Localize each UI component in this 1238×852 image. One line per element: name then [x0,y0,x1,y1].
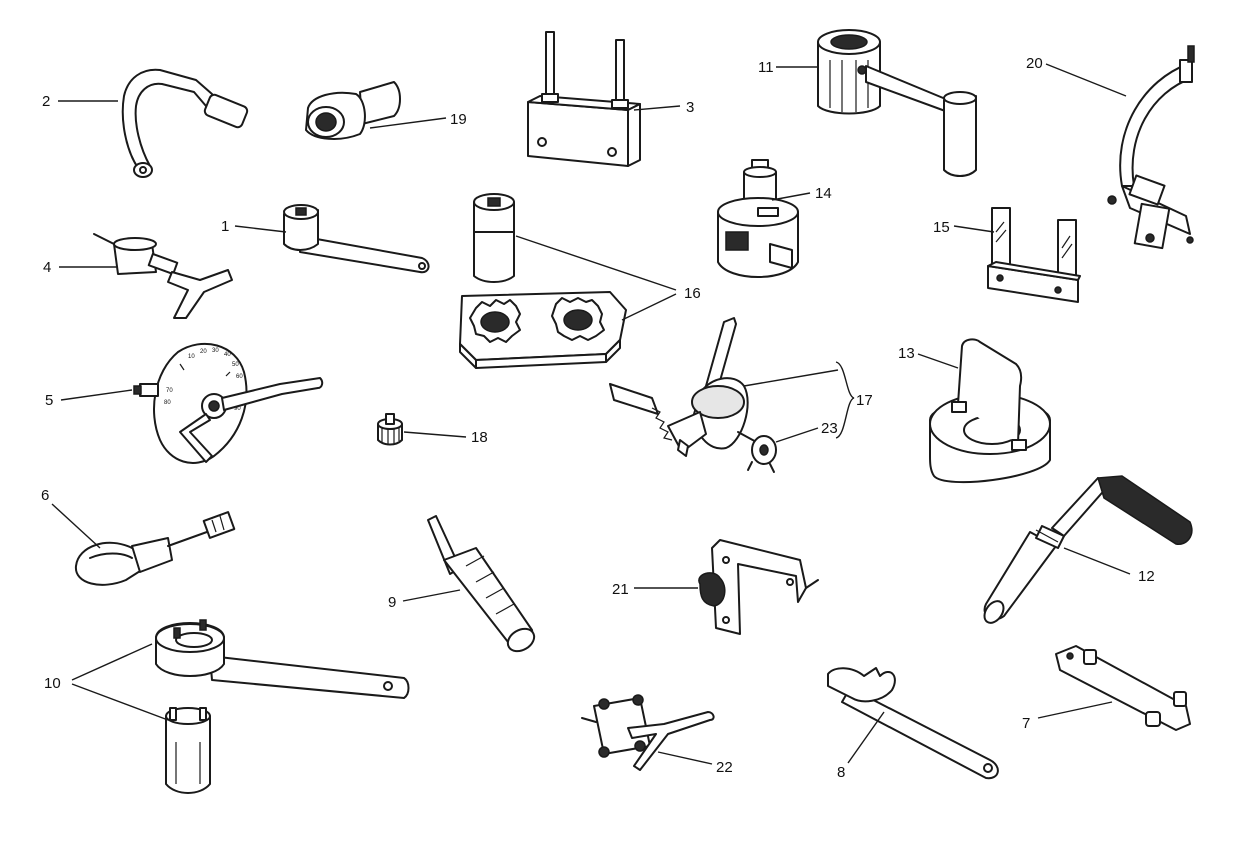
tool-19-socket-adapter [305,81,401,140]
callout-17: 17 [856,392,873,409]
tool-11-splined-lever [817,29,977,177]
tool-16-socket-and-plate [459,193,627,369]
tick-label: 40 [224,352,231,358]
callout-7: 7 [1022,715,1030,732]
tool-5-protractor: 10 20 30 40 50 60 70 80 90 [133,342,324,464]
callout-19: 19 [450,111,467,128]
callout-2: 2 [42,93,50,110]
callout-4: 4 [43,259,51,276]
callout-labels: 2 1 3 4 5 6 7 8 9 10 11 12 13 14 15 16 1… [41,55,1155,781]
callout-15: 15 [933,219,950,236]
tool-14-puller-body [717,159,799,278]
tool-15-plate-with-uprights [987,207,1081,303]
tool-6-strap-wrench [74,511,236,586]
tool-1-spanner [283,204,430,274]
tick-label: 60 [236,374,243,380]
callout-5: 5 [45,392,53,409]
tool-20-semicircular-holder [1107,45,1195,250]
callout-16: 16 [684,285,701,302]
callout-22: 22 [716,759,733,776]
tool-22-pin-holder [581,694,715,771]
tool-10-ring-spanner-and-socket [155,619,410,794]
callout-3: 3 [686,99,694,116]
protractor-ticks: 10 20 30 40 50 60 70 80 90 [164,348,243,412]
tool-2-crank-hook [121,68,249,178]
tool-18-knurled-nut [377,413,403,446]
callout-1: 1 [221,218,229,235]
callout-14: 14 [815,185,832,202]
tool-23-dial-foot [747,435,777,473]
callout-20: 20 [1026,55,1043,72]
tick-label: 90 [234,406,241,412]
tool-12-crank-handle [983,475,1193,624]
callout-10: 10 [44,675,61,692]
callout-23: 23 [821,420,838,437]
callout-18: 18 [471,429,488,446]
callout-8: 8 [837,764,845,781]
callout-21: 21 [612,581,629,598]
tool-3-bracket-with-studs [527,31,641,167]
tool-13-lifting-cap [929,338,1051,484]
callout-11: 11 [758,59,774,76]
callout-12: 12 [1138,568,1155,585]
tool-17-gauge-assembly [609,317,761,457]
leader-lines [51,63,1131,765]
tick-label: 70 [166,388,173,394]
tool-21-l-bracket [698,539,819,635]
callout-9: 9 [388,594,396,611]
tool-9-knurled-drift [427,515,536,653]
tick-label: 30 [212,348,219,354]
callout-13: 13 [898,345,915,362]
tick-label: 50 [232,362,239,368]
tool-7-locking-plate [1055,645,1191,731]
callout-6: 6 [41,487,49,504]
tick-label: 10 [188,354,195,360]
tick-label: 20 [200,349,207,355]
tool-8-c-spanner [827,667,999,780]
tick-label: 80 [164,400,171,406]
tool-4-puller-t-handle [93,233,233,319]
